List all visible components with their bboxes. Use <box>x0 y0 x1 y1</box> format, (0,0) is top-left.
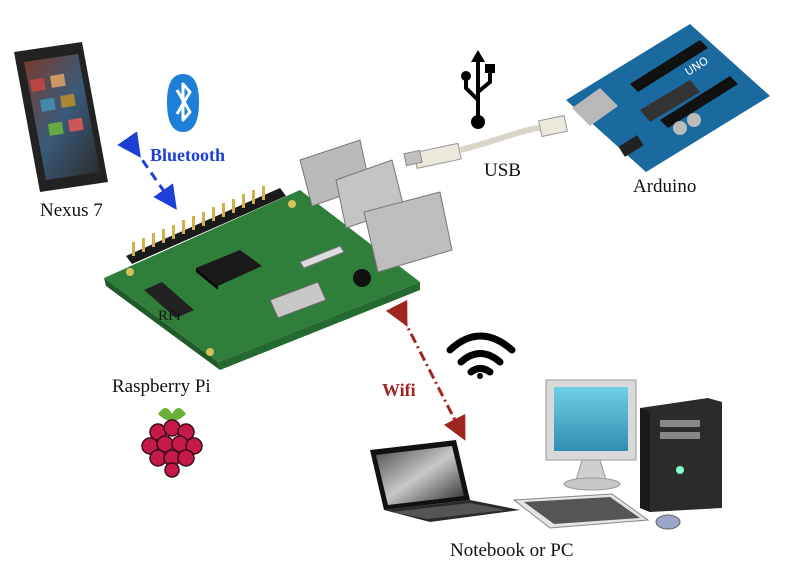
nexus-7-tablet <box>14 42 108 192</box>
bluetooth-icon <box>167 74 199 132</box>
rpi-board-label: RPi <box>158 308 181 324</box>
usb-label: USB <box>484 160 521 181</box>
raspberry-pi-board <box>104 139 453 370</box>
wifi-icon <box>446 332 516 379</box>
arduino-board: UNO <box>566 24 770 172</box>
nexus-7-label: Nexus 7 <box>40 200 103 221</box>
raspberry-logo-icon <box>141 408 203 478</box>
arduino-label: Arduino <box>633 176 697 197</box>
wifi-label: Wifi <box>382 380 416 400</box>
notebook-laptop <box>370 440 520 522</box>
bluetooth-label: Bluetooth <box>150 145 226 165</box>
raspberry-pi-label: Raspberry Pi <box>112 376 211 397</box>
bluetooth-link-arrow <box>117 131 177 210</box>
wifi-link-arrow <box>385 299 466 441</box>
desktop-pc <box>512 379 722 530</box>
notebook-or-pc-label: Notebook or PC <box>450 540 574 561</box>
usb-cable <box>403 114 568 169</box>
usb-icon <box>461 50 495 129</box>
